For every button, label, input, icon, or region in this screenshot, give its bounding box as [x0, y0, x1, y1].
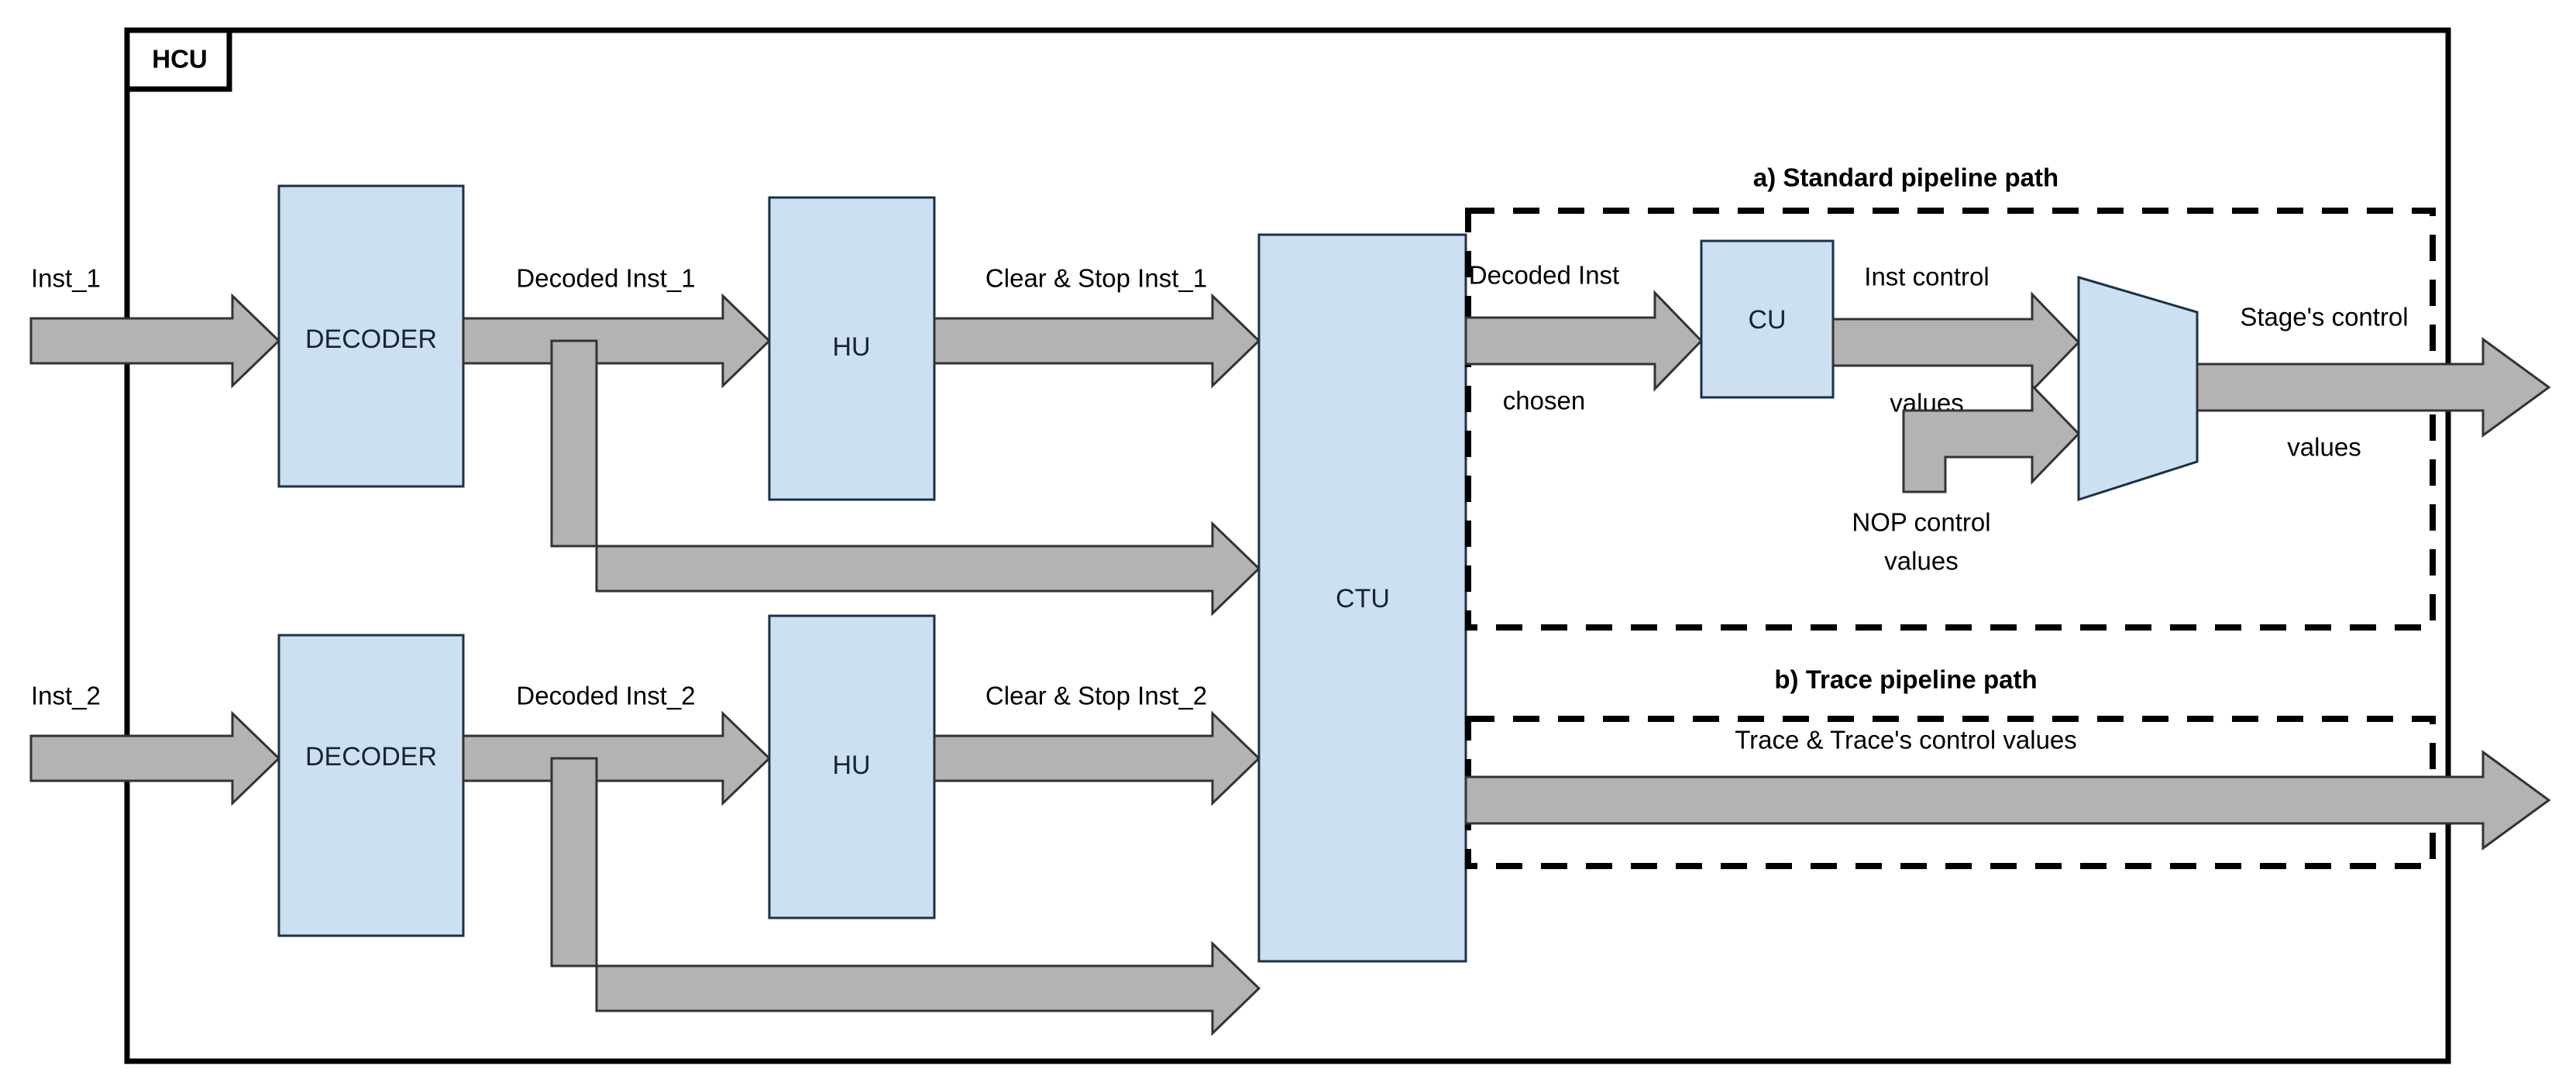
- block-decoder-2[interactable]: [277, 634, 465, 937]
- arrow-decoded-inst-1: [462, 293, 772, 389]
- label-clear-stop-inst-2: Clear & Stop Inst_2: [985, 682, 1207, 710]
- arrow-inst-1-input: [29, 293, 281, 389]
- arrow-inst-2-input: [29, 710, 281, 806]
- arrow-clear-stop-inst-1: [933, 293, 1261, 389]
- label-clear-stop-inst-1: Clear & Stop Inst_1: [985, 264, 1207, 293]
- block-cu-label: CU: [1748, 305, 1786, 335]
- block-ctu[interactable]: [1257, 233, 1467, 963]
- arrow-stage-control-values: [2196, 337, 2551, 438]
- label-decoded-inst-chosen-line1: Decoded Inst: [1469, 261, 1619, 290]
- arrow-decoded-inst-2: [462, 710, 772, 806]
- arrow-decoded-inst-chosen: [1464, 290, 1704, 392]
- section-title-standard-pipeline: a) Standard pipeline path: [1753, 163, 2058, 192]
- label-nop-control-line1: NOP control: [1852, 508, 1990, 537]
- label-inst-1: Inst_1: [31, 264, 101, 293]
- block-hu-2-label: HU: [832, 751, 870, 780]
- label-decoded-inst-2: Decoded Inst_2: [516, 682, 695, 710]
- arrow-trace-control-values: [1464, 750, 2551, 851]
- block-ctu-label: CTU: [1336, 584, 1390, 613]
- block-cu[interactable]: [1700, 239, 1835, 399]
- block-decoder-2-label: DECODER: [305, 742, 437, 772]
- label-stage-control-line1: Stage's control: [2240, 303, 2408, 332]
- arrow-decoded-inst-2-branch-to-ctu: [550, 757, 1261, 1036]
- section-title-trace-pipeline: b) Trace pipeline path: [1774, 665, 2037, 694]
- label-stage-control-line2: values: [2287, 433, 2361, 462]
- label-decoded-inst-chosen-line2: chosen: [1503, 387, 1585, 415]
- label-trace-control-values: Trace & Trace's control values: [1735, 726, 2077, 754]
- hcu-outer-border: [124, 27, 2451, 1064]
- label-nop-control-line2: values: [1884, 547, 1958, 576]
- hcu-title-box: [124, 27, 232, 92]
- arrow-clear-stop-inst-2: [933, 710, 1261, 806]
- block-hu-1[interactable]: [768, 196, 936, 501]
- block-mux[interactable]: [2077, 275, 2199, 502]
- block-decoder-1[interactable]: [277, 184, 465, 488]
- arrow-nop-control-values: [1902, 383, 2081, 493]
- arrow-decoded-inst-1-branch-to-ctu: [550, 339, 1261, 617]
- dashed-region-standard-pipeline: [1465, 208, 2436, 631]
- block-decoder-1-label: DECODER: [305, 325, 437, 354]
- label-inst-2: Inst_2: [31, 682, 101, 710]
- arrow-inst-control-values: [1831, 291, 2081, 394]
- label-inst-control-line1: Inst control: [1864, 263, 1989, 291]
- block-hu-1-label: HU: [832, 332, 870, 362]
- hcu-title-label: HCU: [152, 45, 208, 74]
- label-decoded-inst-1: Decoded Inst_1: [516, 264, 695, 293]
